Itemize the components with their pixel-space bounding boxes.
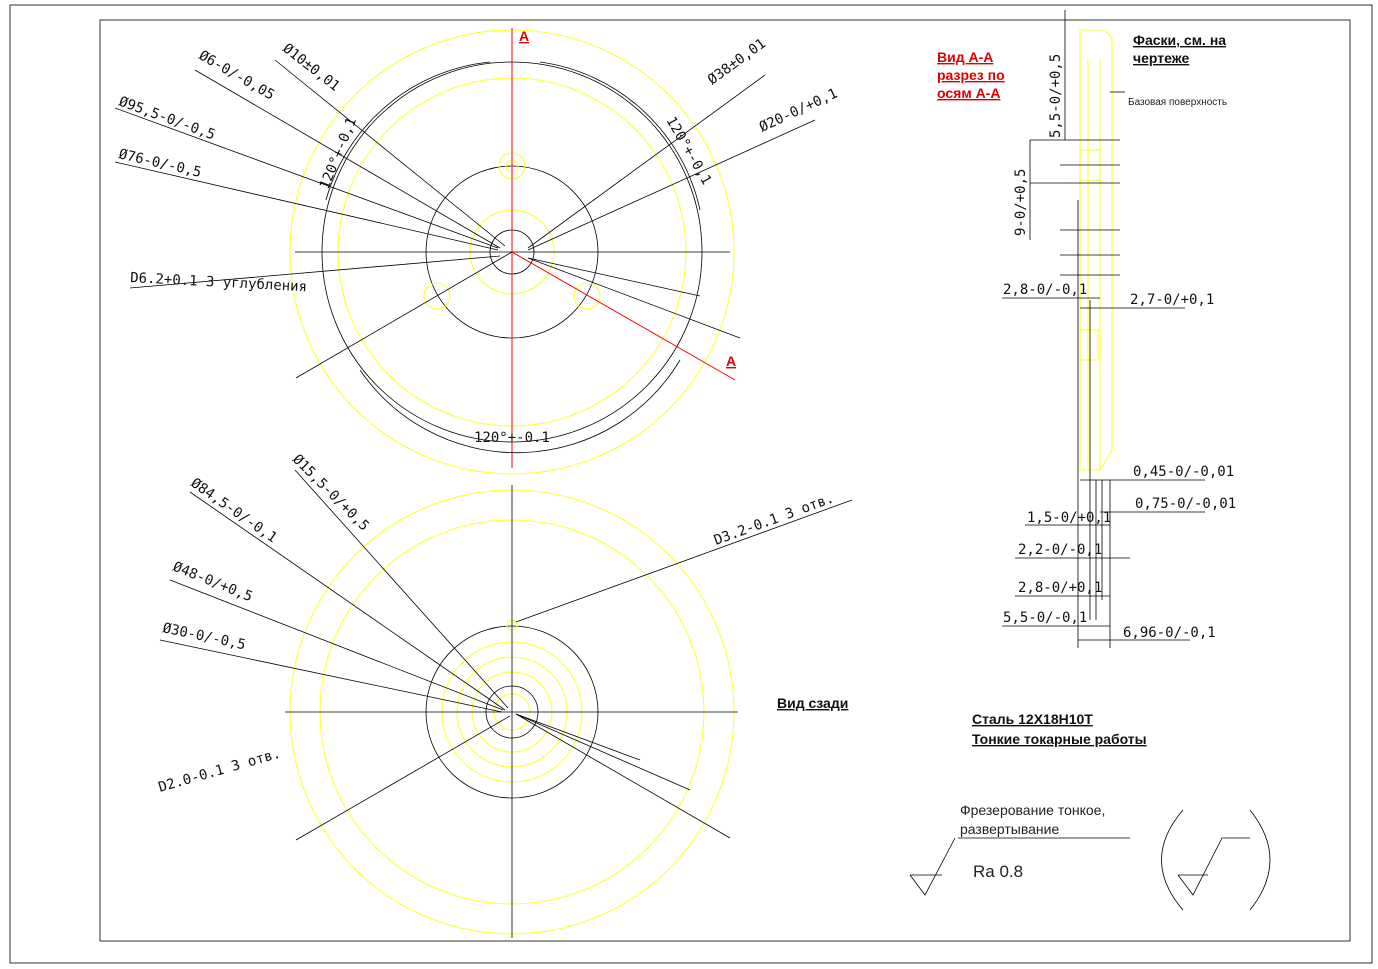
sec-dim-h15: 1,5-0/+0,1 bbox=[1027, 510, 1111, 526]
dim-d38: Ø38±0,01 bbox=[705, 36, 769, 89]
rear-dim-d84: Ø84,5-0/-0,1 bbox=[188, 475, 280, 546]
inner-frame bbox=[99, 19, 1351, 942]
surface-note-1: Фрезерование тонкое, bbox=[960, 802, 1105, 818]
rear-view-title: Вид сзади bbox=[777, 695, 848, 711]
chamfer-note-1: Фаски, см. на bbox=[1133, 32, 1226, 48]
dim-angle-bottom: 120°+-0.1 bbox=[474, 430, 550, 446]
sec-dim-h28a: 2,8-0/-0,1 bbox=[1003, 282, 1087, 298]
dim-d6-2: D6.2+0.1 3 углубления bbox=[130, 270, 308, 295]
section-mark-bottom: A bbox=[726, 353, 736, 369]
dim-d20: Ø20-0/+0,1 bbox=[757, 85, 840, 135]
section-title-3: осям А-А bbox=[937, 85, 1000, 101]
base-surface-label: Базовая поверхность bbox=[1128, 97, 1227, 108]
section-line-diagonal bbox=[511, 251, 736, 381]
rear-dim-d3-2: D3.2-0.1 3 отв. bbox=[712, 490, 836, 548]
section-mark-top: A bbox=[519, 28, 529, 44]
material-line-1: Сталь 12Х18Н10Т bbox=[972, 711, 1093, 727]
sec-dim-h075: 0,75-0/-0,01 bbox=[1135, 496, 1236, 512]
dim-angle-right: 120°+-0,1 bbox=[663, 114, 715, 188]
section-profile bbox=[1079, 29, 1113, 471]
roughness-value: Ra 0.8 bbox=[973, 862, 1023, 881]
sec-dim-h22: 2,2-0/-0,1 bbox=[1018, 542, 1102, 558]
dim-d6: Ø6-0/-0,05 bbox=[196, 48, 277, 104]
section-title-2: разрез по bbox=[937, 67, 1005, 83]
sec-dim-h28b: 2,8-0/+0,1 bbox=[1018, 580, 1102, 596]
rear-dim-d15: Ø15,5-0/+0,5 bbox=[289, 452, 372, 535]
sec-dim-h55: 5,5-0/-0,1 bbox=[1003, 610, 1087, 626]
surface-finish-block: Фрезерование тонкое, развертывание Ra 0.… bbox=[909, 802, 1271, 911]
general-roughness-symbol bbox=[1177, 837, 1250, 896]
dim-d76: Ø76-0/-0,5 bbox=[117, 146, 203, 181]
sec-dim-h27: 2,7-0/+0,1 bbox=[1130, 292, 1214, 308]
sec-dim-h696: 6,96-0/-0,1 bbox=[1123, 625, 1216, 641]
sec-dim-h045: 0,45-0/-0,01 bbox=[1133, 464, 1234, 480]
front-view: A A Ø6-0/-0,05 Ø10±0,01 Ø95,5-0/-0,5 Ø76… bbox=[114, 28, 840, 475]
rear-dim-d2-0: D2.0-0.1 3 отв. bbox=[157, 746, 283, 796]
surface-note-2: развертывание bbox=[960, 821, 1059, 837]
outer-frame bbox=[9, 4, 1373, 964]
roughness-symbol bbox=[909, 837, 956, 896]
recess-right bbox=[573, 282, 601, 310]
section-title-1: Вид А-А bbox=[937, 49, 993, 65]
dim-d95: Ø95,5-0/-0,5 bbox=[117, 94, 218, 144]
recess-left bbox=[423, 282, 451, 310]
dim-d10: Ø10±0,01 bbox=[280, 41, 343, 95]
section-view: Вид А-А разрез по осям А-А Фаски, см. на… bbox=[937, 10, 1236, 648]
sec-dim-v9: 9-0/+0,5 bbox=[1013, 169, 1029, 236]
sec-dim-v55: 5,5-0/+0,5 bbox=[1048, 54, 1064, 138]
material-line-2: Тонкие токарные работы bbox=[972, 731, 1147, 747]
general-roughness-bracket-left bbox=[1161, 809, 1184, 911]
chamfer-note-2: чертеже bbox=[1133, 50, 1189, 66]
rear-dim-d48: Ø48-0/+0,5 bbox=[171, 559, 255, 605]
general-roughness-bracket-right bbox=[1249, 809, 1271, 911]
rear-dim-d30: Ø30-0/-0,5 bbox=[161, 620, 247, 653]
rear-view: Ø15,5-0/+0,5 Ø84,5-0/-0,1 Ø48-0/+0,5 Ø30… bbox=[157, 452, 853, 938]
